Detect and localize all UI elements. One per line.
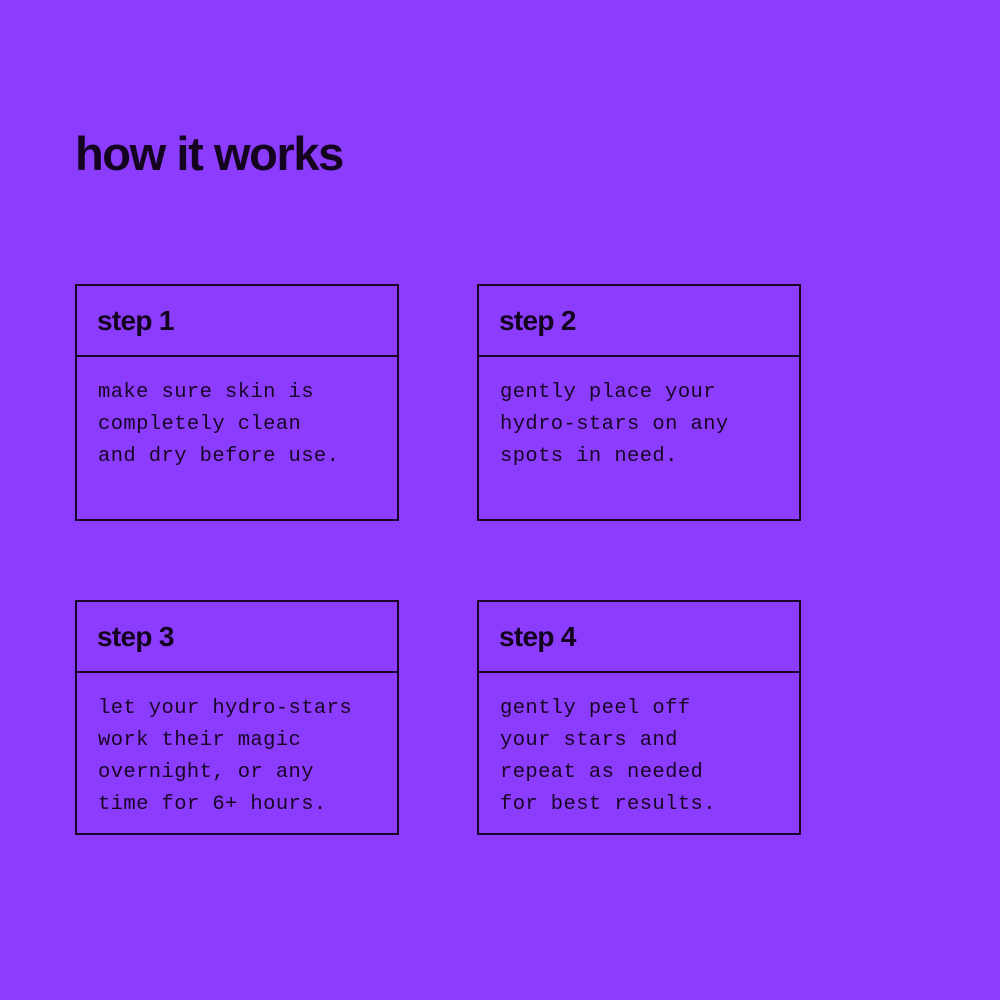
page-title: how it works: [75, 127, 344, 181]
step-card-2-header: step 2: [479, 286, 799, 357]
step-card-2-text: gently place your hydro-stars on any spo…: [500, 381, 729, 468]
step-card-1-header: step 1: [77, 286, 397, 357]
step-card-2: step 2 gently place your hydro-stars on …: [477, 284, 801, 521]
step-card-3: step 3 let your hydro-stars work their m…: [75, 600, 399, 835]
steps-grid: step 1 make sure skin is completely clea…: [75, 284, 801, 835]
step-card-2-body: gently place your hydro-stars on any spo…: [479, 357, 799, 519]
step-card-4-title: step 4: [499, 620, 576, 652]
step-card-3-header: step 3: [77, 602, 397, 673]
step-card-4-body: gently peel off your stars and repeat as…: [479, 673, 799, 833]
steps-row-top: step 1 make sure skin is completely clea…: [75, 284, 801, 521]
step-card-1: step 1 make sure skin is completely clea…: [75, 284, 399, 521]
step-card-1-body: make sure skin is completely clean and d…: [77, 357, 397, 519]
step-card-4-text: gently peel off your stars and repeat as…: [500, 697, 716, 816]
step-card-3-body: let your hydro-stars work their magic ov…: [77, 673, 397, 833]
steps-row-bottom: step 3 let your hydro-stars work their m…: [75, 600, 801, 835]
step-card-3-text: let your hydro-stars work their magic ov…: [98, 697, 353, 816]
step-card-1-text: make sure skin is completely clean and d…: [98, 381, 340, 468]
step-card-1-title: step 1: [97, 304, 174, 336]
step-card-3-title: step 3: [97, 620, 174, 652]
step-card-4-header: step 4: [479, 602, 799, 673]
step-card-4: step 4 gently peel off your stars and re…: [477, 600, 801, 835]
step-card-2-title: step 2: [499, 304, 576, 336]
